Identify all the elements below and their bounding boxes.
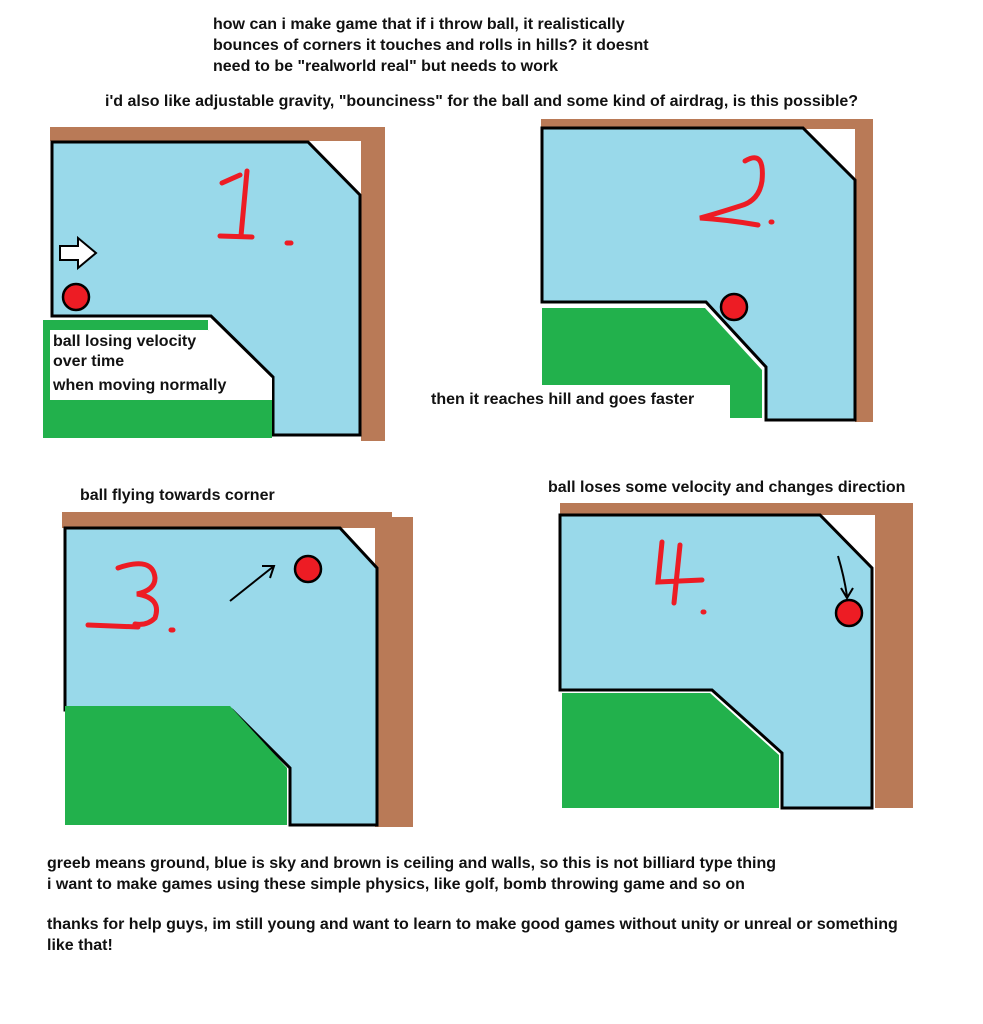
footer-line-1: greeb means ground, blue is sky and brow… bbox=[47, 855, 777, 872]
arrow-right-icon bbox=[59, 235, 98, 271]
footer-line-2: i want to make games using these simple … bbox=[47, 876, 745, 893]
ball bbox=[719, 292, 749, 322]
wall bbox=[855, 119, 873, 422]
caption-box bbox=[50, 330, 272, 400]
wall bbox=[375, 517, 413, 827]
sky bbox=[540, 126, 857, 422]
number-3-drawing bbox=[85, 561, 176, 633]
panel-2-caption: then it reaches hill and goes faster bbox=[431, 391, 695, 408]
panel-3-caption: ball flying towards corner bbox=[80, 487, 275, 504]
panel-1-caption-line-3: when moving normally bbox=[53, 377, 227, 394]
panel-2 bbox=[540, 119, 873, 422]
arrow-icon bbox=[229, 565, 276, 602]
wall bbox=[875, 503, 913, 808]
question-line-1: how can i make game that if i throw ball… bbox=[213, 16, 625, 33]
panel-1-caption-line-1: ball losing velocity bbox=[53, 333, 197, 350]
question-line-2: bounces of corners it touches and rolls … bbox=[213, 37, 649, 54]
sky bbox=[50, 140, 362, 437]
ball bbox=[61, 282, 91, 312]
ceiling bbox=[541, 119, 871, 129]
ball bbox=[834, 598, 864, 628]
ceiling bbox=[50, 127, 380, 141]
number-2-drawing bbox=[699, 155, 775, 228]
arrow-down-icon bbox=[837, 555, 854, 600]
wall bbox=[361, 127, 385, 441]
question-line-3: need to be "realworld real" but needs to… bbox=[213, 58, 559, 75]
footer-line-3: thanks for help guys, im still young and… bbox=[47, 916, 898, 933]
ground bbox=[562, 693, 779, 808]
sky bbox=[558, 513, 874, 810]
question-extra: i'd also like adjustable gravity, "bounc… bbox=[105, 93, 859, 110]
ceiling bbox=[560, 503, 913, 515]
panel-4 bbox=[558, 503, 913, 810]
ground bbox=[65, 706, 287, 825]
number-4-drawing bbox=[655, 539, 707, 615]
number-1-drawing bbox=[217, 168, 294, 246]
panel-1-caption-line-2: over time bbox=[53, 353, 125, 370]
panel-1 bbox=[43, 127, 385, 441]
ball bbox=[293, 554, 323, 584]
ground bbox=[542, 308, 762, 418]
panel-4-caption: ball loses some velocity and changes dir… bbox=[548, 479, 906, 496]
ceiling bbox=[62, 512, 392, 528]
footer-line-4: like that! bbox=[47, 937, 113, 954]
panel-3 bbox=[62, 512, 413, 827]
